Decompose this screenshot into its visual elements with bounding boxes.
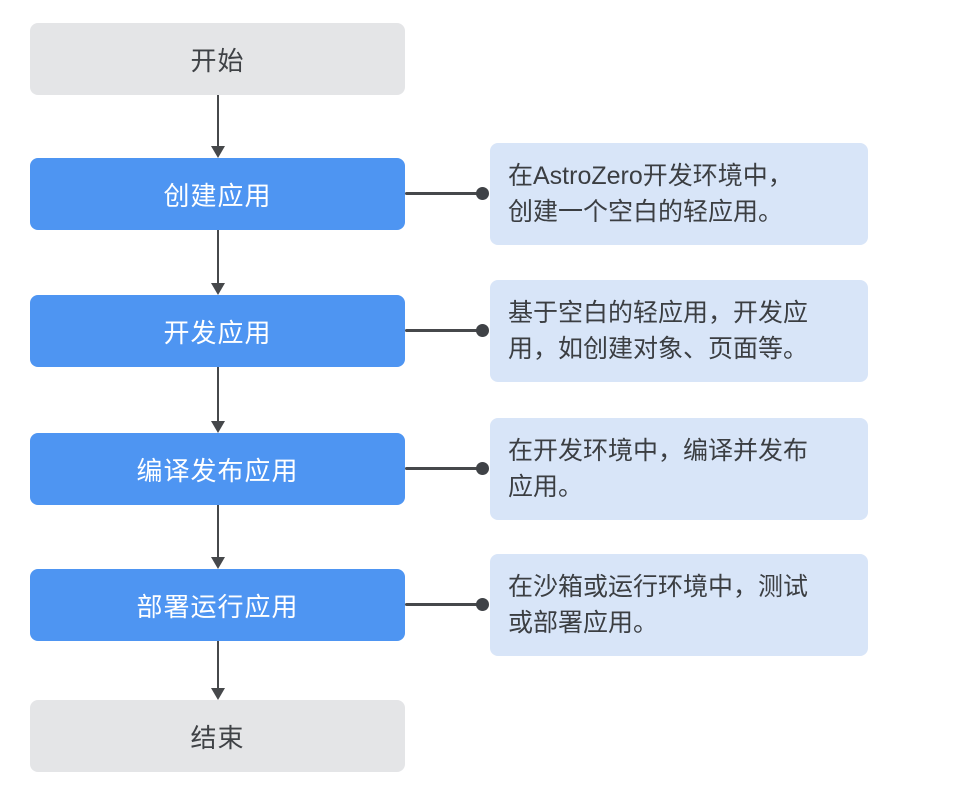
arrow-head [210,421,225,433]
flow-node-compile-publish-app: 编译发布应用 [30,433,405,505]
note-line: 在开发环境中，编译并发布 [508,437,809,465]
arrow-head [210,688,225,700]
arrow-down-icon [210,505,225,569]
connector-line [405,603,479,606]
arrow-shaft [216,641,219,691]
arrow-shaft [216,230,219,286]
connector-line [405,467,479,470]
flow-node-develop-app: 开发应用 [30,295,405,367]
arrow-head [210,283,225,295]
connector-dot-icon [476,324,489,337]
note-line: 创建一个空白的轻应用。 [508,198,784,226]
note-line: 应用。 [508,473,584,501]
flow-node-start: 开始 [30,23,405,95]
arrow-shaft [216,505,219,560]
connector-line [405,192,479,195]
arrow-head [210,146,225,158]
note-develop-app: 基于空白的轻应用，开发应 用，如创建对象、页面等。 [490,280,868,382]
arrow-shaft [216,367,219,424]
flow-node-develop-app-label: 开发应用 [163,317,272,348]
arrow-head [210,557,225,569]
flow-node-deploy-run-app-label: 部署运行应用 [136,591,299,622]
note-line: 或部署应用。 [508,609,659,637]
connector-line [405,329,479,332]
flow-node-create-app: 创建应用 [30,158,405,230]
note-compile-publish-app: 在开发环境中，编译并发布 应用。 [490,418,868,520]
note-create-app: 在AstroZero开发环境中， 创建一个空白的轻应用。 [490,143,868,245]
arrow-down-icon [210,367,225,433]
arrow-down-icon [210,230,225,295]
arrow-down-icon [210,641,225,700]
connector-dot-icon [476,462,489,475]
arrow-shaft [216,95,219,149]
note-line: 基于空白的轻应用，开发应 [508,299,809,327]
flow-node-start-label: 开始 [190,45,245,76]
note-deploy-run-app: 在沙箱或运行环境中，测试 或部署应用。 [490,554,868,656]
arrow-down-icon [210,95,225,158]
connector-dot-icon [476,598,489,611]
note-line: 在沙箱或运行环境中，测试 [508,573,809,601]
flow-node-create-app-label: 创建应用 [163,180,272,211]
flow-node-end-label: 结束 [190,722,245,753]
flow-node-deploy-run-app: 部署运行应用 [30,569,405,641]
connector-dot-icon [476,187,489,200]
flow-node-end: 结束 [30,700,405,772]
note-line: 在AstroZero开发环境中， [508,162,793,190]
note-line: 用，如创建对象、页面等。 [508,335,809,363]
flow-node-compile-publish-app-label: 编译发布应用 [136,455,299,486]
